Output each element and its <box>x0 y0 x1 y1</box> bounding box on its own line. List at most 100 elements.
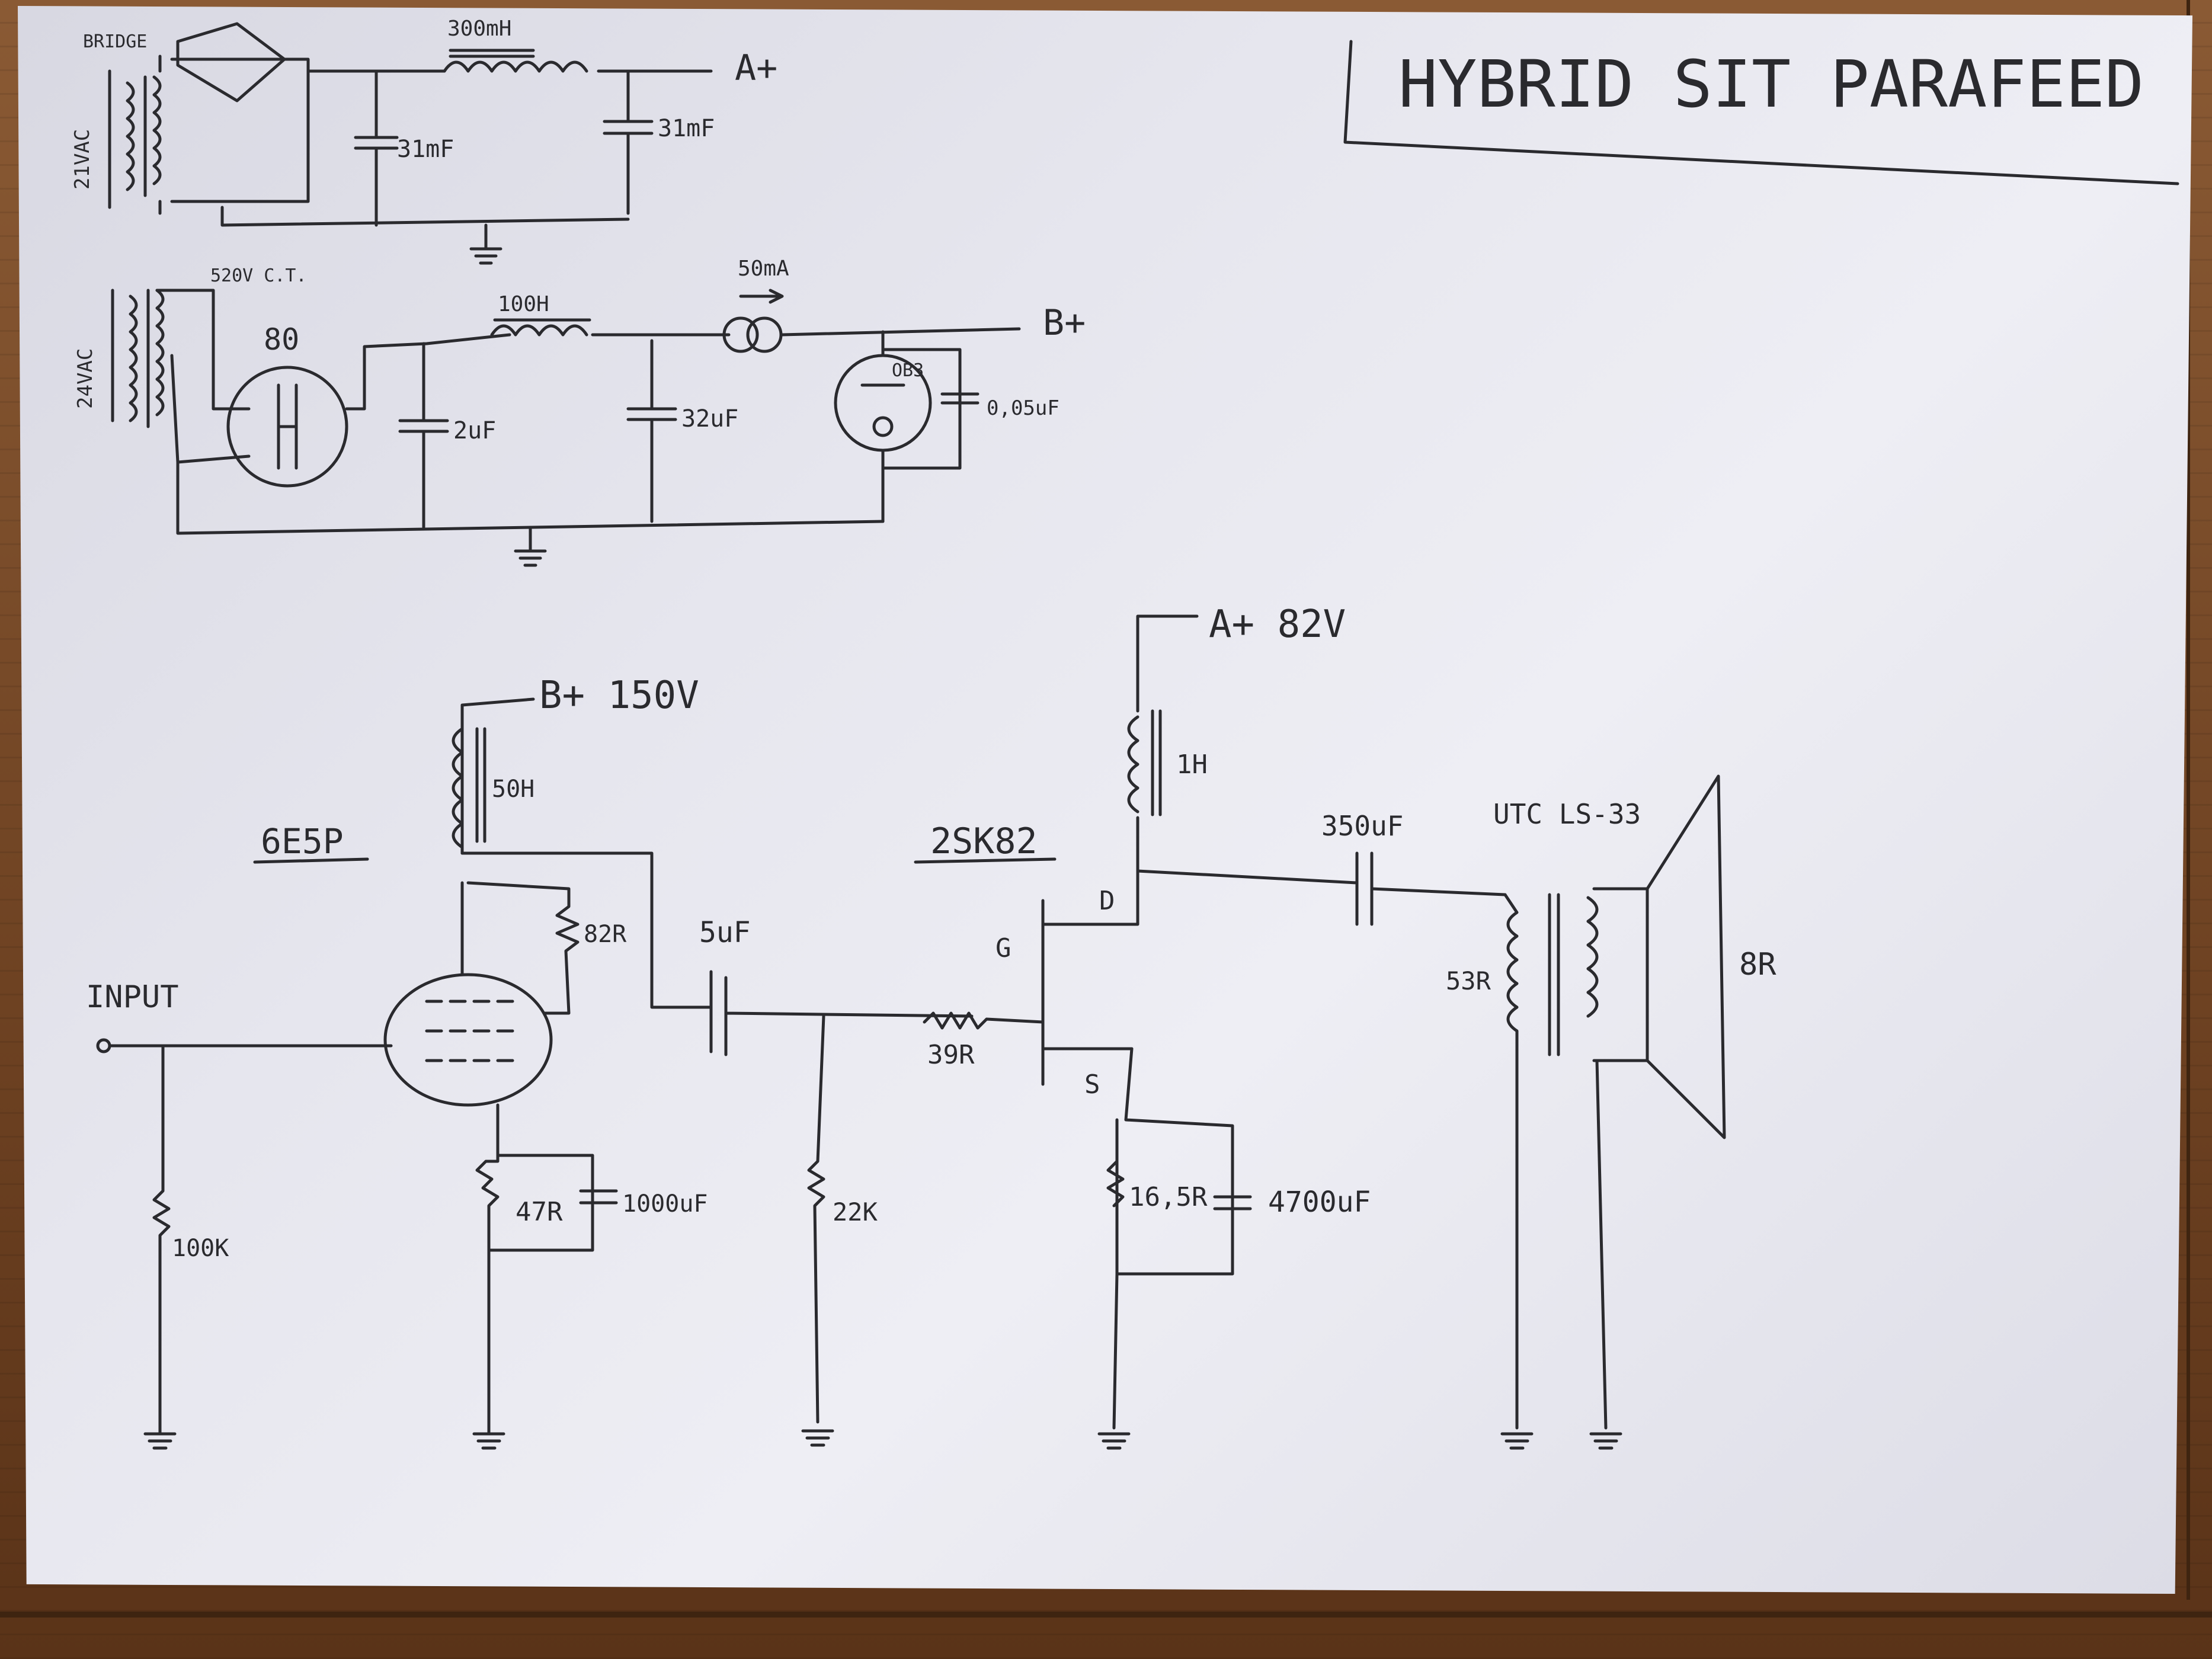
psu-b-secondary-label: 520V C.T. <box>210 265 307 286</box>
sit-2sk82 <box>1041 899 1139 1086</box>
output-cap-label: 350uF <box>1321 810 1403 842</box>
psu-a-choke-core <box>449 49 535 58</box>
drain-choke <box>1127 715 1139 814</box>
psu-a-cap1 <box>354 69 399 227</box>
plate-to-coupling-wire <box>460 851 713 1009</box>
psu-a-bridge-wires <box>158 55 310 215</box>
gate-resistor <box>807 1014 825 1424</box>
ground-symbol-gate <box>801 1429 834 1447</box>
psu-b-cap1 <box>398 342 449 529</box>
schematic-title: HYBRID SIT PARAFEED <box>1398 46 2144 122</box>
psu-b-ground <box>176 460 885 567</box>
psu-b-transformer-label: 24VAC <box>73 348 97 409</box>
output-transformer-secondary <box>1586 896 1599 1018</box>
ground-symbol-cathode <box>472 1248 505 1450</box>
b-plus-label: B+ 150V <box>539 674 699 718</box>
psu-b-secondary-wires <box>155 289 251 464</box>
6e5p-tube-label: 6E5P <box>261 821 344 861</box>
sit-source-pin-label: S <box>1084 1069 1100 1100</box>
psu-b-ccs-circle-right <box>746 316 783 353</box>
psu-b-transformer-coil <box>129 294 138 422</box>
sit-label: 2SK82 <box>930 821 1038 862</box>
drain-choke-core <box>1151 709 1162 816</box>
speaker-label: 8R <box>1739 947 1776 982</box>
output-transformer-core <box>1548 893 1560 1056</box>
psu-b-choke-label: 100H <box>498 292 549 316</box>
table-plank-seam <box>0 1612 2212 1618</box>
psu-b-ccs-arrow <box>739 289 784 304</box>
psu-a-transformer-label: 21VAC <box>71 129 94 190</box>
psu-b-positive-rail <box>345 333 731 411</box>
psu-a-choke <box>443 60 588 73</box>
psu-b-transformer-secondary <box>155 289 165 417</box>
source-resistor <box>1106 1160 1125 1208</box>
speaker-icon <box>1646 774 1726 1139</box>
6e5p-plate-wire <box>460 697 535 976</box>
psu-b-cap2 <box>626 339 677 523</box>
ground-symbol-primary <box>1500 1059 1534 1450</box>
source-cap <box>1213 1195 1252 1210</box>
psu-b-choke <box>490 324 588 337</box>
cathode-resistor <box>475 1103 594 1252</box>
gate-stopper-resistor <box>923 1011 1045 1030</box>
input-jack <box>96 1038 111 1053</box>
psu-b-output-rail <box>780 327 1021 337</box>
psu-b-rectifier-electrodes <box>277 383 298 470</box>
6e5p-label-underline <box>253 857 369 864</box>
psu-b-cap1-label: 2uF <box>453 417 496 444</box>
psu-b-cap2-label: 32uF <box>681 405 738 433</box>
coupling-cap-label: 5uF <box>699 916 751 949</box>
output-cap <box>1136 851 1507 926</box>
psu-a-transformer-coil <box>126 81 135 191</box>
psu-b-cap3 <box>940 392 979 405</box>
gate-stopper-label: 39R <box>927 1040 975 1070</box>
drain-choke-label: 1H <box>1176 750 1208 780</box>
amplifier-section: INPUT 100K 6E5P 50H B+ 150V 82R 47R 1000… <box>86 603 1776 1450</box>
cathode-resistor-label: 47R <box>516 1197 563 1227</box>
psu-b-regulator-label: OB3 <box>892 360 924 381</box>
psu-a-cap2-label: 31mF <box>658 115 715 142</box>
cathode-cap-label: 1000uF <box>622 1190 708 1218</box>
a-plus-label: A+ 82V <box>1209 603 1346 646</box>
psu-a-cap1-label: 31mF <box>397 136 454 163</box>
paper-sheet <box>18 6 2192 1594</box>
plate-choke-core <box>475 727 486 843</box>
6e5p-tube-grids <box>425 1000 517 1062</box>
screen-resistor <box>466 881 580 1015</box>
output-primary-label: 53R <box>1446 966 1491 995</box>
psu-a-rail-label: A+ <box>735 47 777 89</box>
ground-symbol-source <box>1097 1272 1131 1450</box>
input-resistor <box>152 1044 171 1436</box>
output-transformer-label: UTC LS-33 <box>1493 798 1641 830</box>
psu-a-section: 21VAC BRIDGE 300mH A+ 31mF 31mF <box>71 17 777 265</box>
psu-b-rectifier-tube-label: 80 <box>264 322 299 357</box>
sit-gate-pin-label: G <box>995 933 1011 963</box>
psu-b-rectifier-tube <box>226 366 348 488</box>
psu-a-bridge-rectifier <box>176 22 286 103</box>
title-box-border <box>1343 40 2179 185</box>
psu-b-section: 24VAC 520V C.T. 80 100H 50mA B+ 2uF 32uF… <box>73 257 1086 567</box>
ground-symbol-input <box>143 1432 177 1450</box>
source-network-wires <box>1115 1047 1234 1276</box>
psu-a-transformer-secondary <box>152 75 162 185</box>
gate-resistor-label: 22K <box>833 1197 878 1226</box>
psu-a-rectifier-label: BRIDGE <box>83 31 147 52</box>
psu-a-cap2 <box>603 69 654 215</box>
psu-b-ccs-circle-left <box>722 316 759 353</box>
psu-b-rail-label: B+ <box>1043 302 1086 344</box>
sit-label-underline <box>914 857 1057 864</box>
source-cap-label: 4700uF <box>1268 1186 1371 1219</box>
psu-a-choke-label: 300mH <box>447 17 511 41</box>
psu-a-ground <box>220 206 630 265</box>
psu-b-regulator-cathode <box>872 416 894 437</box>
psu-b-regulator-wires <box>881 348 962 523</box>
coupling-cap <box>709 970 974 1056</box>
cathode-cap <box>579 1189 618 1205</box>
output-transformer-primary <box>1503 893 1519 1062</box>
psu-b-ccs-label: 50mA <box>738 257 789 281</box>
input-resistor-label: 100K <box>172 1235 229 1262</box>
ground-symbol-secondary <box>1589 887 1649 1450</box>
drain-wire <box>1136 614 1199 908</box>
plate-choke <box>452 727 464 849</box>
